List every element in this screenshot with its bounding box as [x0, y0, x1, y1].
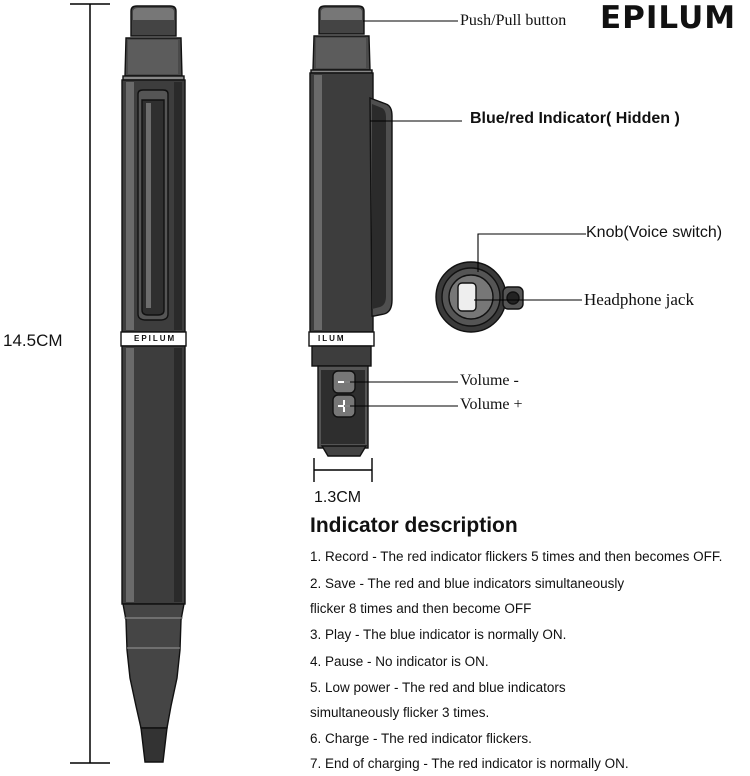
length-dimension-line: [70, 3, 110, 764]
width-dimension-line: [313, 458, 373, 482]
indicator-label: Blue/red Indicator( Hidden ): [470, 110, 680, 127]
callout-lines: [344, 20, 586, 407]
pen-end-view: [435, 261, 524, 333]
volume-minus-label: Volume -: [460, 372, 519, 389]
pen-band-text-side: ILUM: [318, 334, 346, 343]
description-line: 2. Save - The red and blue indicators si…: [310, 576, 625, 591]
description-line: 3. Play - The blue indicator is normally…: [310, 627, 567, 642]
brand-logo: EPILUM: [600, 0, 737, 36]
description-line: 4. Pause - No indicator is ON.: [310, 654, 489, 669]
description-line: simultaneously flicker 3 times.: [310, 705, 490, 720]
pen-front-view: [120, 5, 187, 763]
knob-label: Knob(Voice switch): [586, 224, 723, 241]
headphone-label: Headphone jack: [584, 290, 694, 309]
volume-plus-label: Volume +: [460, 396, 523, 413]
width-label: 1.3CM: [314, 489, 362, 506]
description-line: 5. Low power - The red and blue indicato…: [310, 680, 566, 695]
pen-band-text-front: EPILUM: [134, 334, 177, 343]
length-label: 14.5CM: [3, 331, 63, 350]
push-pull-label: Push/Pull button: [460, 12, 567, 29]
description-line: flicker 8 times and then become OFF: [310, 601, 532, 616]
pen-side-view: [308, 5, 393, 457]
description-line: 6. Charge - The red indicator flickers.: [310, 731, 532, 746]
indicator-description-title: Indicator description: [310, 514, 518, 537]
description-line: 7. End of charging - The red indicator i…: [310, 756, 629, 771]
description-line: 1. Record - The red indicator flickers 5…: [310, 549, 723, 564]
